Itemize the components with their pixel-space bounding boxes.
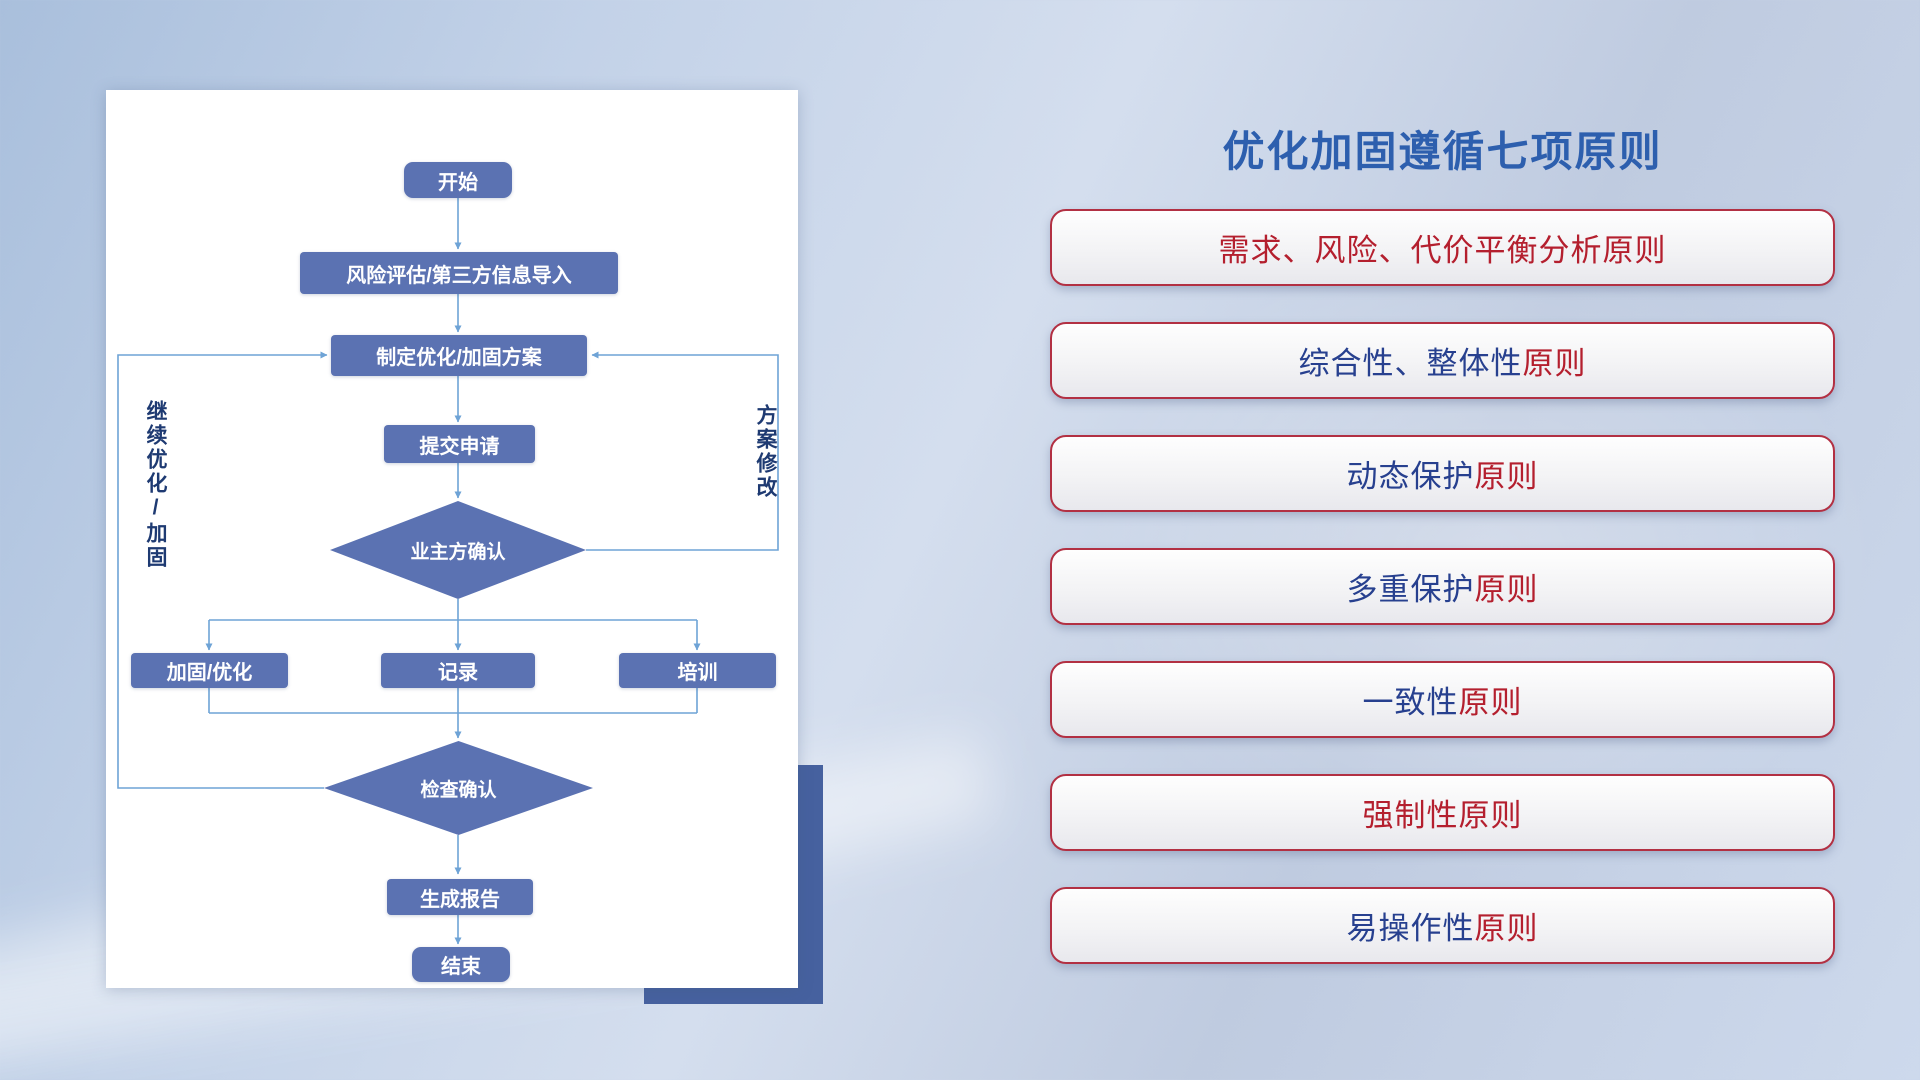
principle-item: 易操作性原则 — [1050, 887, 1835, 964]
principle-text-blue: 综合性、整体性 — [1298, 346, 1523, 381]
principle-item: 动态保护原则 — [1050, 435, 1835, 512]
principles-panel: 优化加固遵循七项原则 需求、风险、代价平衡分析原则综合性、整体性原则动态保护原则… — [1050, 0, 1835, 964]
principles-list: 需求、风险、代价平衡分析原则综合性、整体性原则动态保护原则多重保护原则一致性原则… — [1050, 209, 1835, 964]
flow-node-submit: 提交申请 — [384, 425, 535, 463]
edge-label-continue-optimize: 继续优化/加固 — [144, 400, 167, 570]
principle-text-blue: 易操作性 — [1346, 911, 1475, 946]
flow-node-report: 生成报告 — [387, 879, 533, 915]
flowchart-connectors — [117, 198, 779, 945]
flow-node-harden: 加固/优化 — [131, 653, 288, 688]
principle-text-blue: 动态保护 — [1346, 459, 1475, 494]
principle-text-blue: 多重保护 — [1346, 572, 1475, 607]
edge-label-plan-modify: 方案修改 — [754, 404, 777, 500]
principle-item: 强制性原则 — [1050, 774, 1835, 851]
principle-text-red: 原则 — [1458, 685, 1523, 720]
principle-text-red: 强制性原则 — [1362, 798, 1523, 833]
principle-item: 一致性原则 — [1050, 661, 1835, 738]
flow-node-record: 记录 — [381, 653, 535, 688]
principle-item: 综合性、整体性原则 — [1050, 322, 1835, 399]
principle-text-red: 原则 — [1474, 572, 1539, 607]
page-title: 优化加固遵循七项原则 — [1222, 128, 1663, 175]
flow-node-make-plan: 制定优化/加固方案 — [331, 335, 587, 376]
principle-item: 需求、风险、代价平衡分析原则 — [1050, 209, 1835, 286]
flow-node-end: 结束 — [412, 947, 510, 982]
principle-text-red: 原则 — [1474, 911, 1539, 946]
principle-item: 多重保护原则 — [1050, 548, 1835, 625]
flow-node-start: 开始 — [404, 162, 512, 198]
flow-node-train: 培训 — [619, 653, 776, 688]
principle-text-red: 原则 — [1522, 346, 1587, 381]
flow-node-risk-import: 风险评估/第三方信息导入 — [300, 252, 618, 294]
principle-text-blue: 一致性 — [1362, 685, 1459, 720]
principle-text-red: 原则 — [1474, 459, 1539, 494]
flowchart-card: 开始 风险评估/第三方信息导入 制定优化/加固方案 提交申请 业主方确认 加固/… — [106, 90, 798, 988]
principle-text-red: 需求、风险、代价平衡分析原则 — [1218, 233, 1667, 268]
